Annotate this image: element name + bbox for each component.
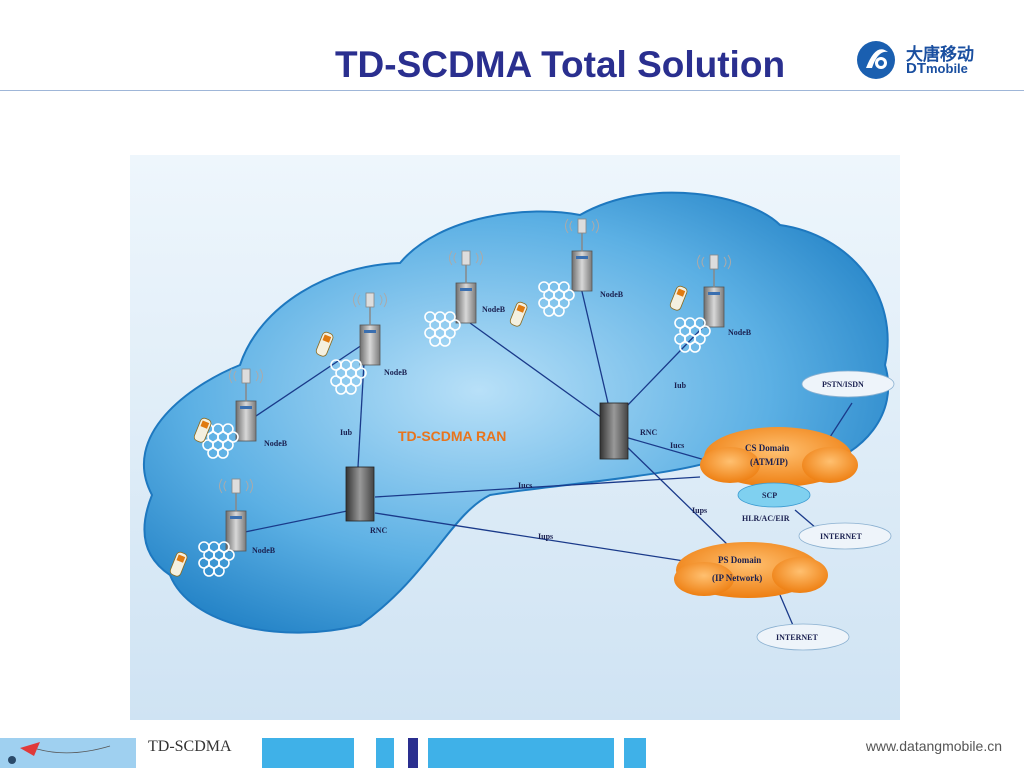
- nodeb-5: NodeB: [668, 254, 752, 353]
- footer-bar-2: [376, 738, 394, 768]
- footer-bar-4: [428, 738, 614, 768]
- rnc-left: RNC: [345, 466, 388, 535]
- cs-domain-label-2: (ATM/IP): [750, 457, 788, 467]
- internet-cloud-2: INTERNET: [756, 623, 850, 651]
- nodeb-1-label: NodeB: [264, 439, 288, 448]
- nodeb-3-label: NodeB: [482, 305, 506, 314]
- footer-bar-1: [262, 738, 354, 768]
- logo-english-text: DTmobile: [906, 60, 968, 77]
- ps-domain-label-2: (IP Network): [712, 573, 762, 583]
- iups-right-label: Iups: [692, 506, 707, 515]
- slide-title: TD-SCDMA Total Solution: [334, 44, 786, 85]
- rnc-left-label: RNC: [370, 526, 388, 535]
- internet-2-label: INTERNET: [776, 633, 818, 642]
- footer-bar-5: [624, 738, 646, 768]
- ran-cloud: [143, 191, 890, 634]
- nodeb-2-label: NodeB: [384, 368, 408, 377]
- iucs-left-label: Iucs: [518, 481, 532, 490]
- ps-domain-label-1: PS Domain: [718, 555, 761, 565]
- nodeb-6: NodeB: [168, 478, 276, 578]
- internet-1-label: INTERNET: [820, 532, 862, 541]
- iub-left-label: Iub: [340, 428, 353, 437]
- iups-left-label: Iups: [538, 532, 553, 541]
- nodeb-4: NodeB: [538, 218, 624, 317]
- nodeb-5-label: NodeB: [728, 328, 752, 337]
- scp-label: SCP: [762, 491, 777, 500]
- footer-label: TD-SCDMA: [148, 738, 232, 755]
- rnc-right-label: RNC: [640, 428, 658, 437]
- footer-url[interactable]: www.datangmobile.cn: [865, 738, 1002, 754]
- nodeb-3: NodeB: [424, 250, 529, 347]
- cs-domain-label-1: CS Domain: [745, 443, 789, 453]
- pstn-label: PSTN/ISDN: [822, 380, 864, 389]
- ps-domain-cloud: PS Domain (IP Network): [674, 542, 828, 598]
- cs-domain-cloud: CS Domain (ATM/IP): [700, 427, 858, 487]
- rnc-right: RNC: [599, 402, 658, 460]
- iub-right-label: Iub: [674, 381, 687, 390]
- dtmobile-logo-icon: [857, 41, 895, 79]
- company-logo: 大唐移动 DTmobile: [854, 38, 1004, 82]
- footer-kite-image: [0, 738, 136, 768]
- iucs-right-label: Iucs: [670, 441, 684, 450]
- scp-cloud: SCP: [737, 482, 811, 508]
- network-diagram: NodeB NodeB NodeB NodeB NodeB NodeB RNC …: [130, 155, 900, 720]
- nodeb-6-label: NodeB: [252, 546, 276, 555]
- nodeb-2: NodeB: [314, 292, 408, 395]
- nodeb-4-label: NodeB: [600, 290, 624, 299]
- connection-lines: [239, 282, 853, 631]
- logo-dt-text: DT: [906, 60, 926, 77]
- logo-mobile-text: mobile: [926, 61, 968, 76]
- hlr-label: HLR/AC/EIR: [742, 514, 790, 523]
- ran-label: TD-SCDMA RAN: [398, 428, 506, 444]
- internet-cloud-1: INTERNET: [798, 522, 892, 550]
- title-divider: [0, 90, 1024, 91]
- logo-chinese-text: 大唐移动: [906, 45, 974, 65]
- footer-bar-3: [408, 738, 418, 768]
- nodeb-1: NodeB: [192, 368, 288, 459]
- pstn-cloud: PSTN/ISDN: [801, 370, 895, 398]
